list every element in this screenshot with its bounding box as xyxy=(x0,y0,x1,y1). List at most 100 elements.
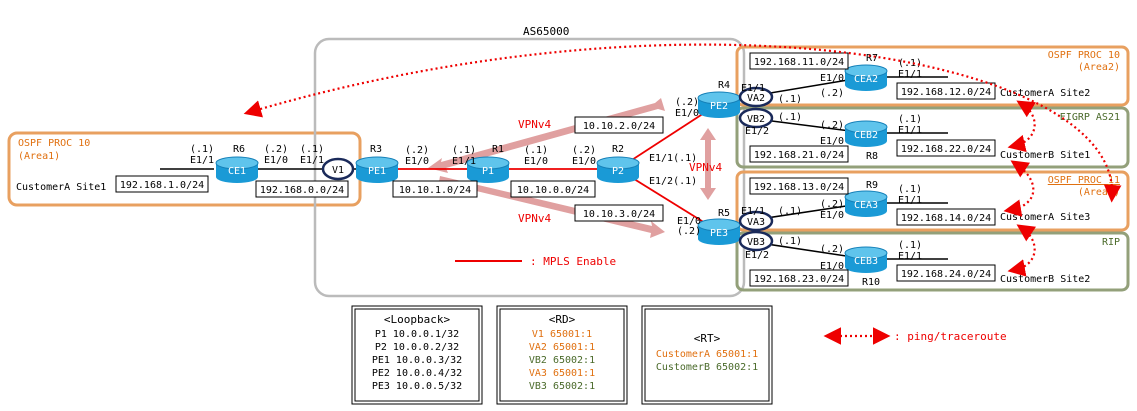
area1-sub: (Area1) xyxy=(18,151,60,162)
subnet-192-168-24: 192.168.24.0/24 xyxy=(896,264,996,282)
iface-ce1-e10: E1/0 xyxy=(264,155,288,166)
host-p2-p1: (.2) xyxy=(572,145,596,156)
iface-ceb2-e10: E1/0 xyxy=(820,136,844,147)
rip-title: RIP xyxy=(1102,237,1120,248)
svg-text:CEA2: CEA2 xyxy=(854,74,878,85)
vrf-vb2: VB2 xyxy=(738,107,774,129)
vpnv4-label-bottom: VPNv4 xyxy=(518,212,551,225)
router-pe1-name: R3 xyxy=(370,144,382,155)
ping-legend-text: : ping/traceroute xyxy=(894,330,1007,343)
router-p2-name: R2 xyxy=(612,144,624,155)
svg-text:192.168.1.0/24: 192.168.1.0/24 xyxy=(120,180,204,191)
area2-sub: (Area2) xyxy=(1078,62,1120,73)
svg-text:VA3: VA3 xyxy=(747,217,765,228)
host-ceb3-lan: (.1) xyxy=(898,240,922,251)
router-ceb2: CEB2 xyxy=(844,120,888,147)
area2-title: OSPF PROC 10 xyxy=(1048,50,1120,61)
iface-pe3-e11: E1/1 xyxy=(741,206,765,217)
area3-title: OSPF PROC 11 xyxy=(1048,175,1120,186)
rd-row: VA3 65001:1 xyxy=(529,368,595,379)
subnet-192-168-12: 192.168.12.0/24 xyxy=(896,82,996,100)
iface-pe3-e10: E1/0 xyxy=(677,216,701,227)
iface-p1-e11: E1/1 xyxy=(452,156,476,167)
svg-text:V1: V1 xyxy=(332,165,344,176)
subnet-192-168-23: 192.168.23.0/24 xyxy=(749,269,849,287)
subnet-10-10-1: 10.10.1.0/24 xyxy=(392,180,478,198)
host-ceb2-wan: (.2) xyxy=(820,120,844,131)
eigrp-title: EIGRP AS21 xyxy=(1060,112,1120,123)
rd-row: V1 65001:1 xyxy=(532,329,592,340)
iface-cea2-e10: E1/0 xyxy=(820,73,844,84)
site-customerb-site1: CustomerB Site1 xyxy=(1000,150,1090,161)
subnet-192-168-21: 192.168.21.0/24 xyxy=(749,145,849,163)
svg-text:VB2: VB2 xyxy=(747,114,765,125)
router-pe2: PE2 xyxy=(697,91,741,118)
iface-ceb3-e10: E1/0 xyxy=(820,261,844,272)
as-label: AS65000 xyxy=(523,25,569,38)
host-p1-pe1: (.1) xyxy=(452,145,476,156)
host-ceb3-wan: (.2) xyxy=(820,244,844,255)
site-customerb-site2: CustomerB Site2 xyxy=(1000,274,1090,285)
subnet-192-168-1: 192.168.1.0/24 xyxy=(115,175,209,193)
iface-p2-e12: E1/2(.1) xyxy=(649,176,697,187)
mpls-legend-text: : MPLS Enable xyxy=(530,255,616,268)
svg-text:P2: P2 xyxy=(612,166,624,177)
subnet-192-168-13: 192.168.13.0/24 xyxy=(749,177,849,195)
iface-pe1-e10: E1/0 xyxy=(405,156,429,167)
router-pe3-name: R5 xyxy=(718,208,730,219)
host-pe2-ceb2: (.1) xyxy=(778,112,802,123)
vpnv4-label-top: VPNv4 xyxy=(518,118,551,131)
host-ce1-wan: (.2) xyxy=(264,144,288,155)
subnet-192-168-22: 192.168.22.0/24 xyxy=(896,139,996,157)
router-ceb3-name: R10 xyxy=(862,277,880,288)
router-cea3: CEA3 xyxy=(844,190,888,217)
svg-text:VB3: VB3 xyxy=(747,237,765,248)
svg-text:VA2: VA2 xyxy=(747,93,765,104)
host-cea2-wan: (.2) xyxy=(820,88,844,99)
svg-text:192.168.14.0/24: 192.168.14.0/24 xyxy=(901,213,991,224)
svg-text:10.10.3.0/24: 10.10.3.0/24 xyxy=(583,209,655,220)
rip-box xyxy=(735,231,1130,292)
svg-text:10.10.1.0/24: 10.10.1.0/24 xyxy=(399,185,471,196)
site-customera-site1: CustomerA Site1 xyxy=(16,182,106,193)
host-pe3-cea3: (.1) xyxy=(778,206,802,217)
router-pe3: PE3 xyxy=(697,218,741,245)
vrf-v1: V1 xyxy=(321,157,355,181)
area1-title: OSPF PROC 10 xyxy=(18,138,90,149)
iface-pe2-e10: E1/0 xyxy=(675,108,699,119)
svg-text:192.168.21.0/24: 192.168.21.0/24 xyxy=(754,150,844,161)
subnet-192-168-0: 192.168.0.0/24 xyxy=(255,180,349,198)
svg-text:<Loopback>: <Loopback> xyxy=(384,313,451,326)
router-p2: P2 xyxy=(596,156,640,183)
router-ce1: CE1 xyxy=(215,156,259,183)
host-cea2-lan: (.1) xyxy=(898,58,922,69)
svg-text:192.168.0.0/24: 192.168.0.0/24 xyxy=(260,185,344,196)
router-cea2: CEA2 xyxy=(844,64,888,91)
svg-text:192.168.23.0/24: 192.168.23.0/24 xyxy=(754,274,844,285)
svg-text:192.168.24.0/24: 192.168.24.0/24 xyxy=(901,269,991,280)
host-pe1-p1: (.2) xyxy=(405,145,429,156)
rd-row: VB3 65002:1 xyxy=(529,381,595,392)
iface-cea3-e11: E1/1 xyxy=(898,195,922,206)
subnet-10-10-2: 10.10.2.0/24 xyxy=(574,116,664,134)
site-customera-site2: CustomerA Site2 xyxy=(1000,88,1090,99)
loopback-row: P1 10.0.0.1/32 xyxy=(375,329,459,340)
vrf-va3: VA3 xyxy=(738,210,774,232)
router-pe1: PE1 xyxy=(355,156,399,183)
svg-text:PE2: PE2 xyxy=(710,101,728,112)
iface-cea2-e11: E1/1 xyxy=(898,69,922,80)
router-ceb2-name: R8 xyxy=(866,151,878,162)
svg-text:192.168.13.0/24: 192.168.13.0/24 xyxy=(754,182,844,193)
svg-text:192.168.22.0/24: 192.168.22.0/24 xyxy=(901,144,991,155)
svg-text:<RD>: <RD> xyxy=(549,313,576,326)
host-pe2-p2: (.2) xyxy=(675,97,699,108)
iface-p2-e10: E1/0 xyxy=(572,156,596,167)
svg-text:CEB2: CEB2 xyxy=(854,130,878,141)
rt-table: <RT> CustomerA 65001:1 CustomerB 65002:1 xyxy=(641,305,773,405)
router-cea3-name: R9 xyxy=(866,180,878,191)
router-p1-name: R1 xyxy=(492,144,504,155)
router-ce1-name: R6 xyxy=(233,144,245,155)
svg-text:CEB3: CEB3 xyxy=(854,256,878,267)
rd-table: <RD> V1 65001:1 VA2 65001:1 VB2 65002:1 … xyxy=(496,305,628,405)
